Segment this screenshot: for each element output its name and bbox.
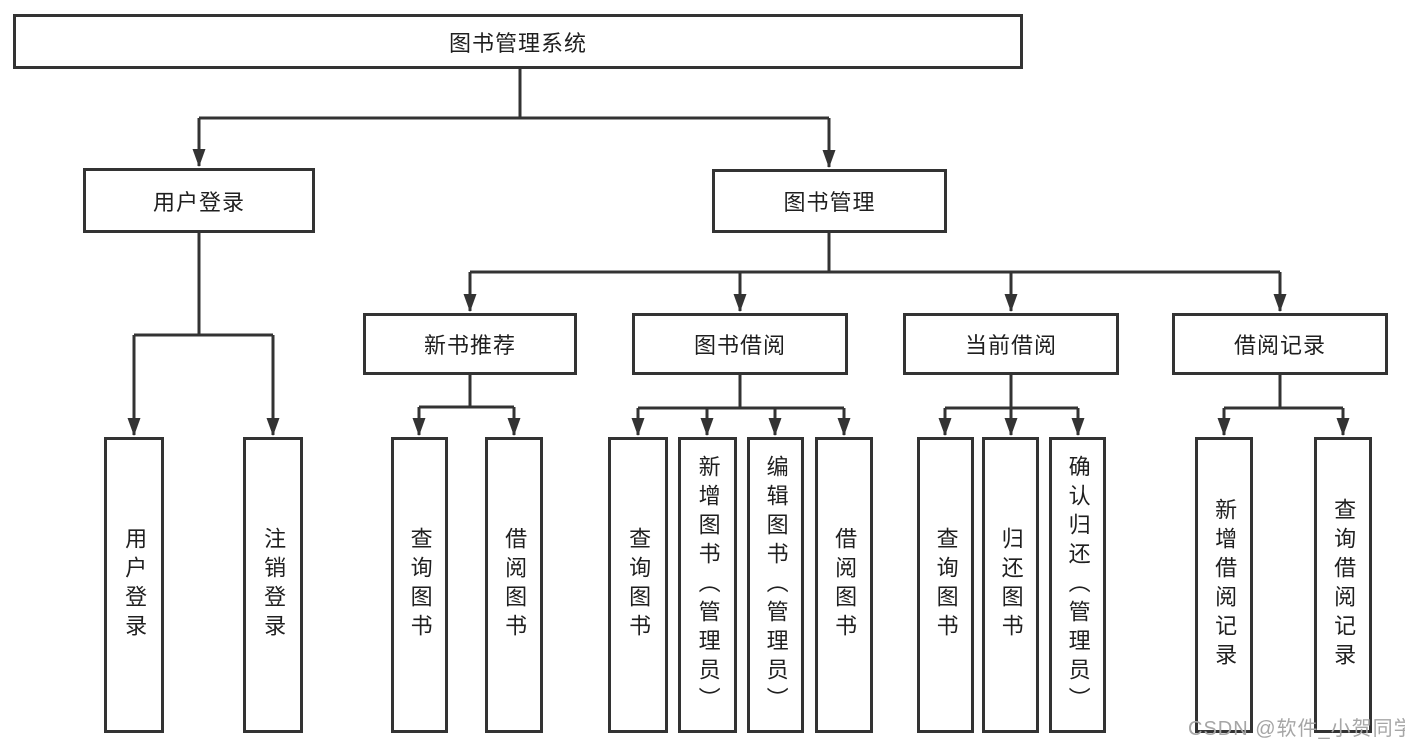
leaf-add-borrow-record: 新增借阅记录 (1195, 437, 1253, 733)
node-new-book-recommend: 新书推荐 (363, 313, 577, 375)
leaf-borrow-books-1: 借阅图书 (485, 437, 543, 733)
node-root-label: 图书管理系统 (448, 30, 587, 56)
node-current-borrowing: 当前借阅 (903, 313, 1119, 375)
leaf-query-books-2-label: 查询图书 (626, 527, 652, 643)
leaf-edit-books: 编辑图书（管理员） (747, 437, 804, 733)
leaf-user-login-label: 用户登录 (122, 527, 148, 643)
node-book-borrowing: 图书借阅 (632, 313, 848, 375)
leaf-borrow-books-2-label: 借阅图书 (832, 527, 858, 643)
leaf-borrow-books-1-label: 借阅图书 (502, 527, 528, 643)
node-root-system: 图书管理系统 (13, 14, 1023, 69)
leaf-logout-label: 注销登录 (261, 527, 287, 643)
node-current-borrowing-label: 当前借阅 (964, 333, 1057, 358)
leaf-add-books: 新增图书（管理员） (678, 437, 737, 733)
leaf-confirm-return: 确认归还（管理员） (1049, 437, 1106, 733)
node-book-management-label: 图书管理 (783, 190, 876, 215)
leaf-query-books-3: 查询图书 (917, 437, 974, 733)
leaf-query-books-2: 查询图书 (608, 437, 668, 733)
leaf-add-borrow-record-label: 新增借阅记录 (1212, 498, 1238, 672)
node-user-login: 用户登录 (83, 168, 315, 233)
leaf-query-borrow-record-label: 查询借阅记录 (1331, 498, 1357, 672)
leaf-return-books-label: 归还图书 (998, 527, 1024, 643)
leaf-confirm-return-label: 确认归还（管理员） (1065, 454, 1091, 716)
node-user-login-label: 用户登录 (152, 189, 245, 215)
connector-trunks (134, 69, 1343, 410)
node-borrowing-records-label: 借阅记录 (1233, 333, 1326, 358)
leaf-borrow-books-2: 借阅图书 (815, 437, 873, 733)
leaf-query-books-3-label: 查询图书 (933, 527, 959, 643)
node-borrowing-records: 借阅记录 (1172, 313, 1388, 375)
leaf-edit-books-label: 编辑图书（管理员） (763, 454, 789, 716)
leaf-user-login: 用户登录 (104, 437, 164, 733)
node-book-borrowing-label: 图书借阅 (693, 333, 786, 358)
csdn-watermark: CSDN @软件_小贺同学 (1188, 718, 1405, 740)
leaf-query-books-1: 查询图书 (391, 437, 448, 733)
leaf-add-books-label: 新增图书（管理员） (695, 454, 721, 716)
leaf-query-books-1-label: 查询图书 (407, 527, 433, 643)
leaf-query-borrow-record: 查询借阅记录 (1314, 437, 1372, 733)
node-new-book-recommend-label: 新书推荐 (423, 333, 516, 358)
leaf-return-books: 归还图书 (982, 437, 1039, 733)
leaf-logout: 注销登录 (243, 437, 303, 733)
node-book-management: 图书管理 (712, 169, 947, 233)
